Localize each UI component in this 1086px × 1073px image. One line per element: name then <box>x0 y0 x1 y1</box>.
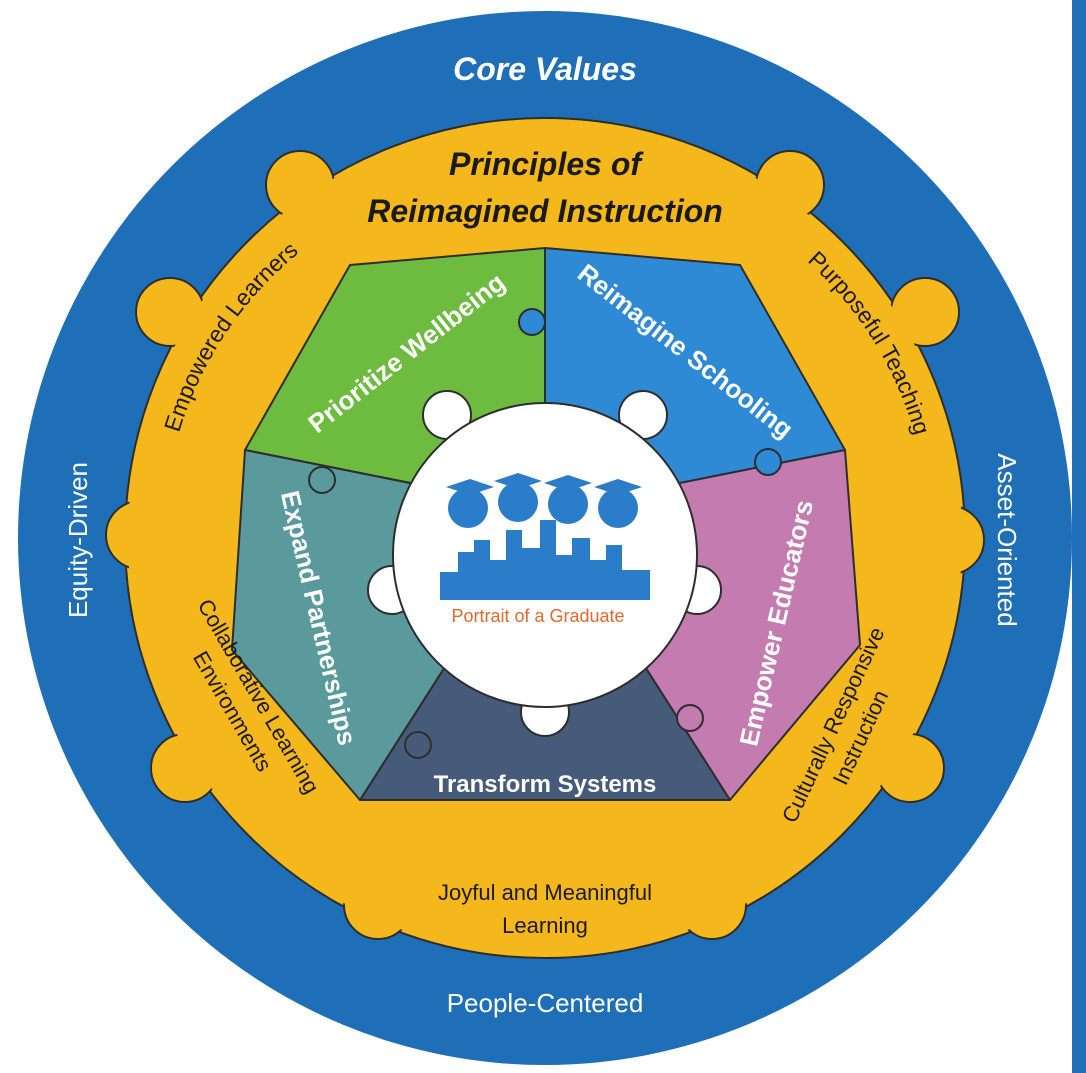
graduate-head <box>548 484 588 524</box>
principles-title-line2: Reimagined Instruction <box>367 193 723 229</box>
principle-joyful-line1: Joyful and Meaningful <box>438 880 652 905</box>
graduation-cap <box>446 479 494 495</box>
core-value-people-centered: People-Centered <box>447 988 644 1018</box>
graduate-head <box>598 488 638 528</box>
graduation-cap <box>494 473 542 489</box>
graduate-head <box>498 482 538 522</box>
graduation-cap <box>544 475 592 491</box>
right-edge-bar <box>1072 0 1086 1073</box>
principles-title-line1: Principles of <box>449 146 644 182</box>
core-values-title: Core Values <box>453 51 637 87</box>
graduate-head <box>448 488 488 528</box>
puzzle-knob <box>404 731 432 759</box>
puzzle-knob <box>676 704 704 732</box>
core-value-equity-driven: Equity-Driven <box>63 462 93 618</box>
puzzle-knob <box>308 466 336 494</box>
graduates-city-icon <box>440 473 650 600</box>
core-value-asset-oriented: Asset-Oriented <box>992 453 1022 626</box>
priority-transform-systems: Transform Systems <box>434 771 657 798</box>
center-caption: Portrait of a Graduate <box>451 606 624 626</box>
city-skyline <box>440 520 650 600</box>
graduation-cap <box>594 479 642 495</box>
graduate-heads <box>448 482 638 528</box>
principle-joyful-line2: Learning <box>502 913 588 938</box>
puzzle-knob <box>754 448 782 476</box>
graduation-caps <box>446 473 642 495</box>
puzzle-knob <box>518 308 546 336</box>
